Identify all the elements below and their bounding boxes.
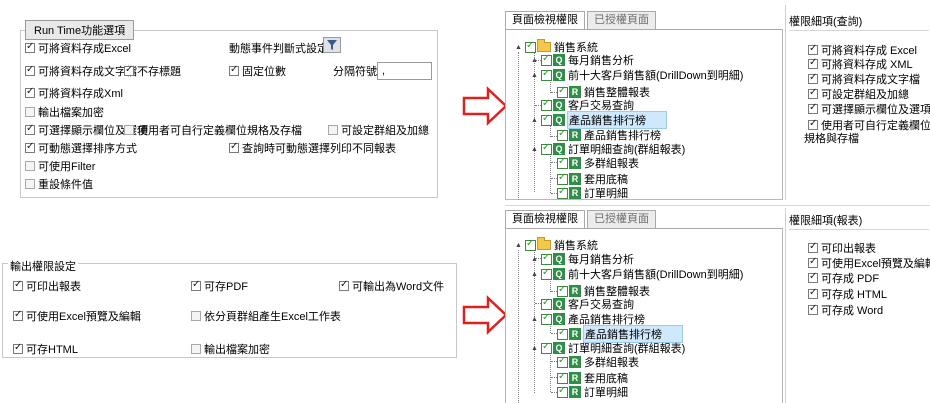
right-arrow-icon <box>462 86 508 126</box>
detail-report-item[interactable]: 可使用Excel預覽及編輯 <box>808 255 930 271</box>
report-icon: R <box>569 173 581 185</box>
output-html[interactable]: 可存HTML <box>13 341 78 357</box>
option-reset-conditions[interactable]: 重設條件值 <box>25 176 93 192</box>
query-icon: Q <box>553 54 565 66</box>
output-permission-group <box>2 263 457 358</box>
report-icon: R <box>569 129 581 141</box>
right-arrow-icon <box>462 295 508 335</box>
report-icon: R <box>569 86 581 98</box>
query-icon: Q <box>553 342 565 354</box>
option-no-title[interactable]: 不存標題 <box>124 63 181 79</box>
query-icon: Q <box>553 253 565 265</box>
option-user-define-columns[interactable]: 使用者可自行定義欄位規格及存檔 <box>124 122 302 138</box>
detail-query-item[interactable]: 使用者可自行定義欄位 <box>808 117 930 133</box>
tab-page-permission[interactable]: 頁面檢視權限 <box>505 210 585 228</box>
query-icon: Q <box>553 313 565 325</box>
report-icon: R <box>569 285 581 297</box>
detail-report-item[interactable]: 可存成 HTML <box>808 286 887 302</box>
option-use-filter[interactable]: 可使用Filter <box>25 158 95 174</box>
dynamic-event-setting: 動態事件判斷式設定 <box>229 43 328 55</box>
output-print[interactable]: 可印出報表 <box>13 278 81 294</box>
output-group-title: 輸出權限設定 <box>8 258 78 274</box>
query-icon: Q <box>553 268 565 280</box>
detail-report-title: 權限細項(報表) <box>789 215 863 227</box>
option-dynamic-print[interactable]: 查詢時可動態選擇列印不同報表 <box>229 140 396 156</box>
separator-label: 分隔符號 <box>333 66 377 78</box>
report-icon: R <box>569 356 581 368</box>
runtime-options-group <box>20 30 438 198</box>
option-save-xml[interactable]: 可將資料存成Xml <box>25 85 123 101</box>
tabbar-bottom: 頁面檢視權限 已授權頁面 <box>505 210 658 228</box>
detail-query-item[interactable]: 可選擇顯示欄位及選項 <box>808 101 930 117</box>
option-fixed-digits[interactable]: 固定位數 <box>229 63 286 79</box>
option-save-excel[interactable]: 可將資料存成Excel <box>25 40 131 56</box>
report-icon: R <box>569 187 581 199</box>
tree-node-sales-system[interactable]: ▲銷售系統 <box>514 39 598 54</box>
query-icon: Q <box>553 143 565 155</box>
output-encrypt[interactable]: 輸出檔案加密 <box>191 341 270 357</box>
folder-icon <box>537 237 551 250</box>
option-select-columns[interactable]: 可選擇顯示欄位及選項 <box>25 122 148 138</box>
output-word[interactable]: 可輸出為Word文件 <box>339 278 444 294</box>
option-dynamic-sort[interactable]: 可動態選擇排序方式 <box>25 140 137 156</box>
runtime-group-title: Run Time功能選項 <box>25 20 135 40</box>
output-excel-sheets[interactable]: 依分頁群組產生Excel工作表 <box>191 308 341 324</box>
report-icon: R <box>569 372 581 384</box>
query-icon: Q <box>553 69 565 81</box>
detail-query-item-cont: 規格與存檔 <box>804 133 859 145</box>
report-icon: R <box>569 328 581 340</box>
tab-page-permission[interactable]: 頁面檢視權限 <box>505 11 585 29</box>
query-icon: Q <box>553 114 565 126</box>
folder-icon <box>537 39 551 52</box>
tab-authorized-pages[interactable]: 已授權頁面 <box>587 210 656 228</box>
option-save-text[interactable]: 可將資料存成文字檔 <box>25 63 137 79</box>
detail-report-item[interactable]: 可存成 Word <box>808 302 883 318</box>
tabbar-top: 頁面檢視權限 已授權頁面 <box>505 11 658 29</box>
detail-report-item[interactable]: 可存成 PDF <box>808 270 879 286</box>
report-icon: R <box>569 157 581 169</box>
filter-icon[interactable] <box>323 37 341 53</box>
detail-report-item[interactable]: 可印出報表 <box>808 240 876 256</box>
detail-query-item[interactable]: 可將資料存成文字檔 <box>808 71 920 87</box>
option-group-sum[interactable]: 可設定群組及加總 <box>328 122 429 138</box>
detail-query-item[interactable]: 可將資料存成 Excel <box>808 42 917 58</box>
detail-query-title: 權限細項(查詢) <box>789 16 863 28</box>
query-icon: Q <box>553 99 565 111</box>
report-icon: R <box>569 386 581 398</box>
separator-input[interactable]: , <box>377 62 432 80</box>
query-icon: Q <box>553 298 565 310</box>
checkbox[interactable] <box>25 41 35 53</box>
output-pdf[interactable]: 可存PDF <box>191 278 248 294</box>
option-encrypt-output[interactable]: 輸出檔案加密 <box>25 104 104 120</box>
output-excel-preview[interactable]: 可使用Excel預覽及編輯 <box>13 308 141 324</box>
tree-node-sales-system[interactable]: ▲銷售系統 <box>514 237 598 252</box>
tab-authorized-pages[interactable]: 已授權頁面 <box>587 11 656 29</box>
detail-query-item[interactable]: 可將資料存成 XML <box>808 56 913 72</box>
detail-query-item[interactable]: 可設定群組及加總 <box>808 86 909 102</box>
